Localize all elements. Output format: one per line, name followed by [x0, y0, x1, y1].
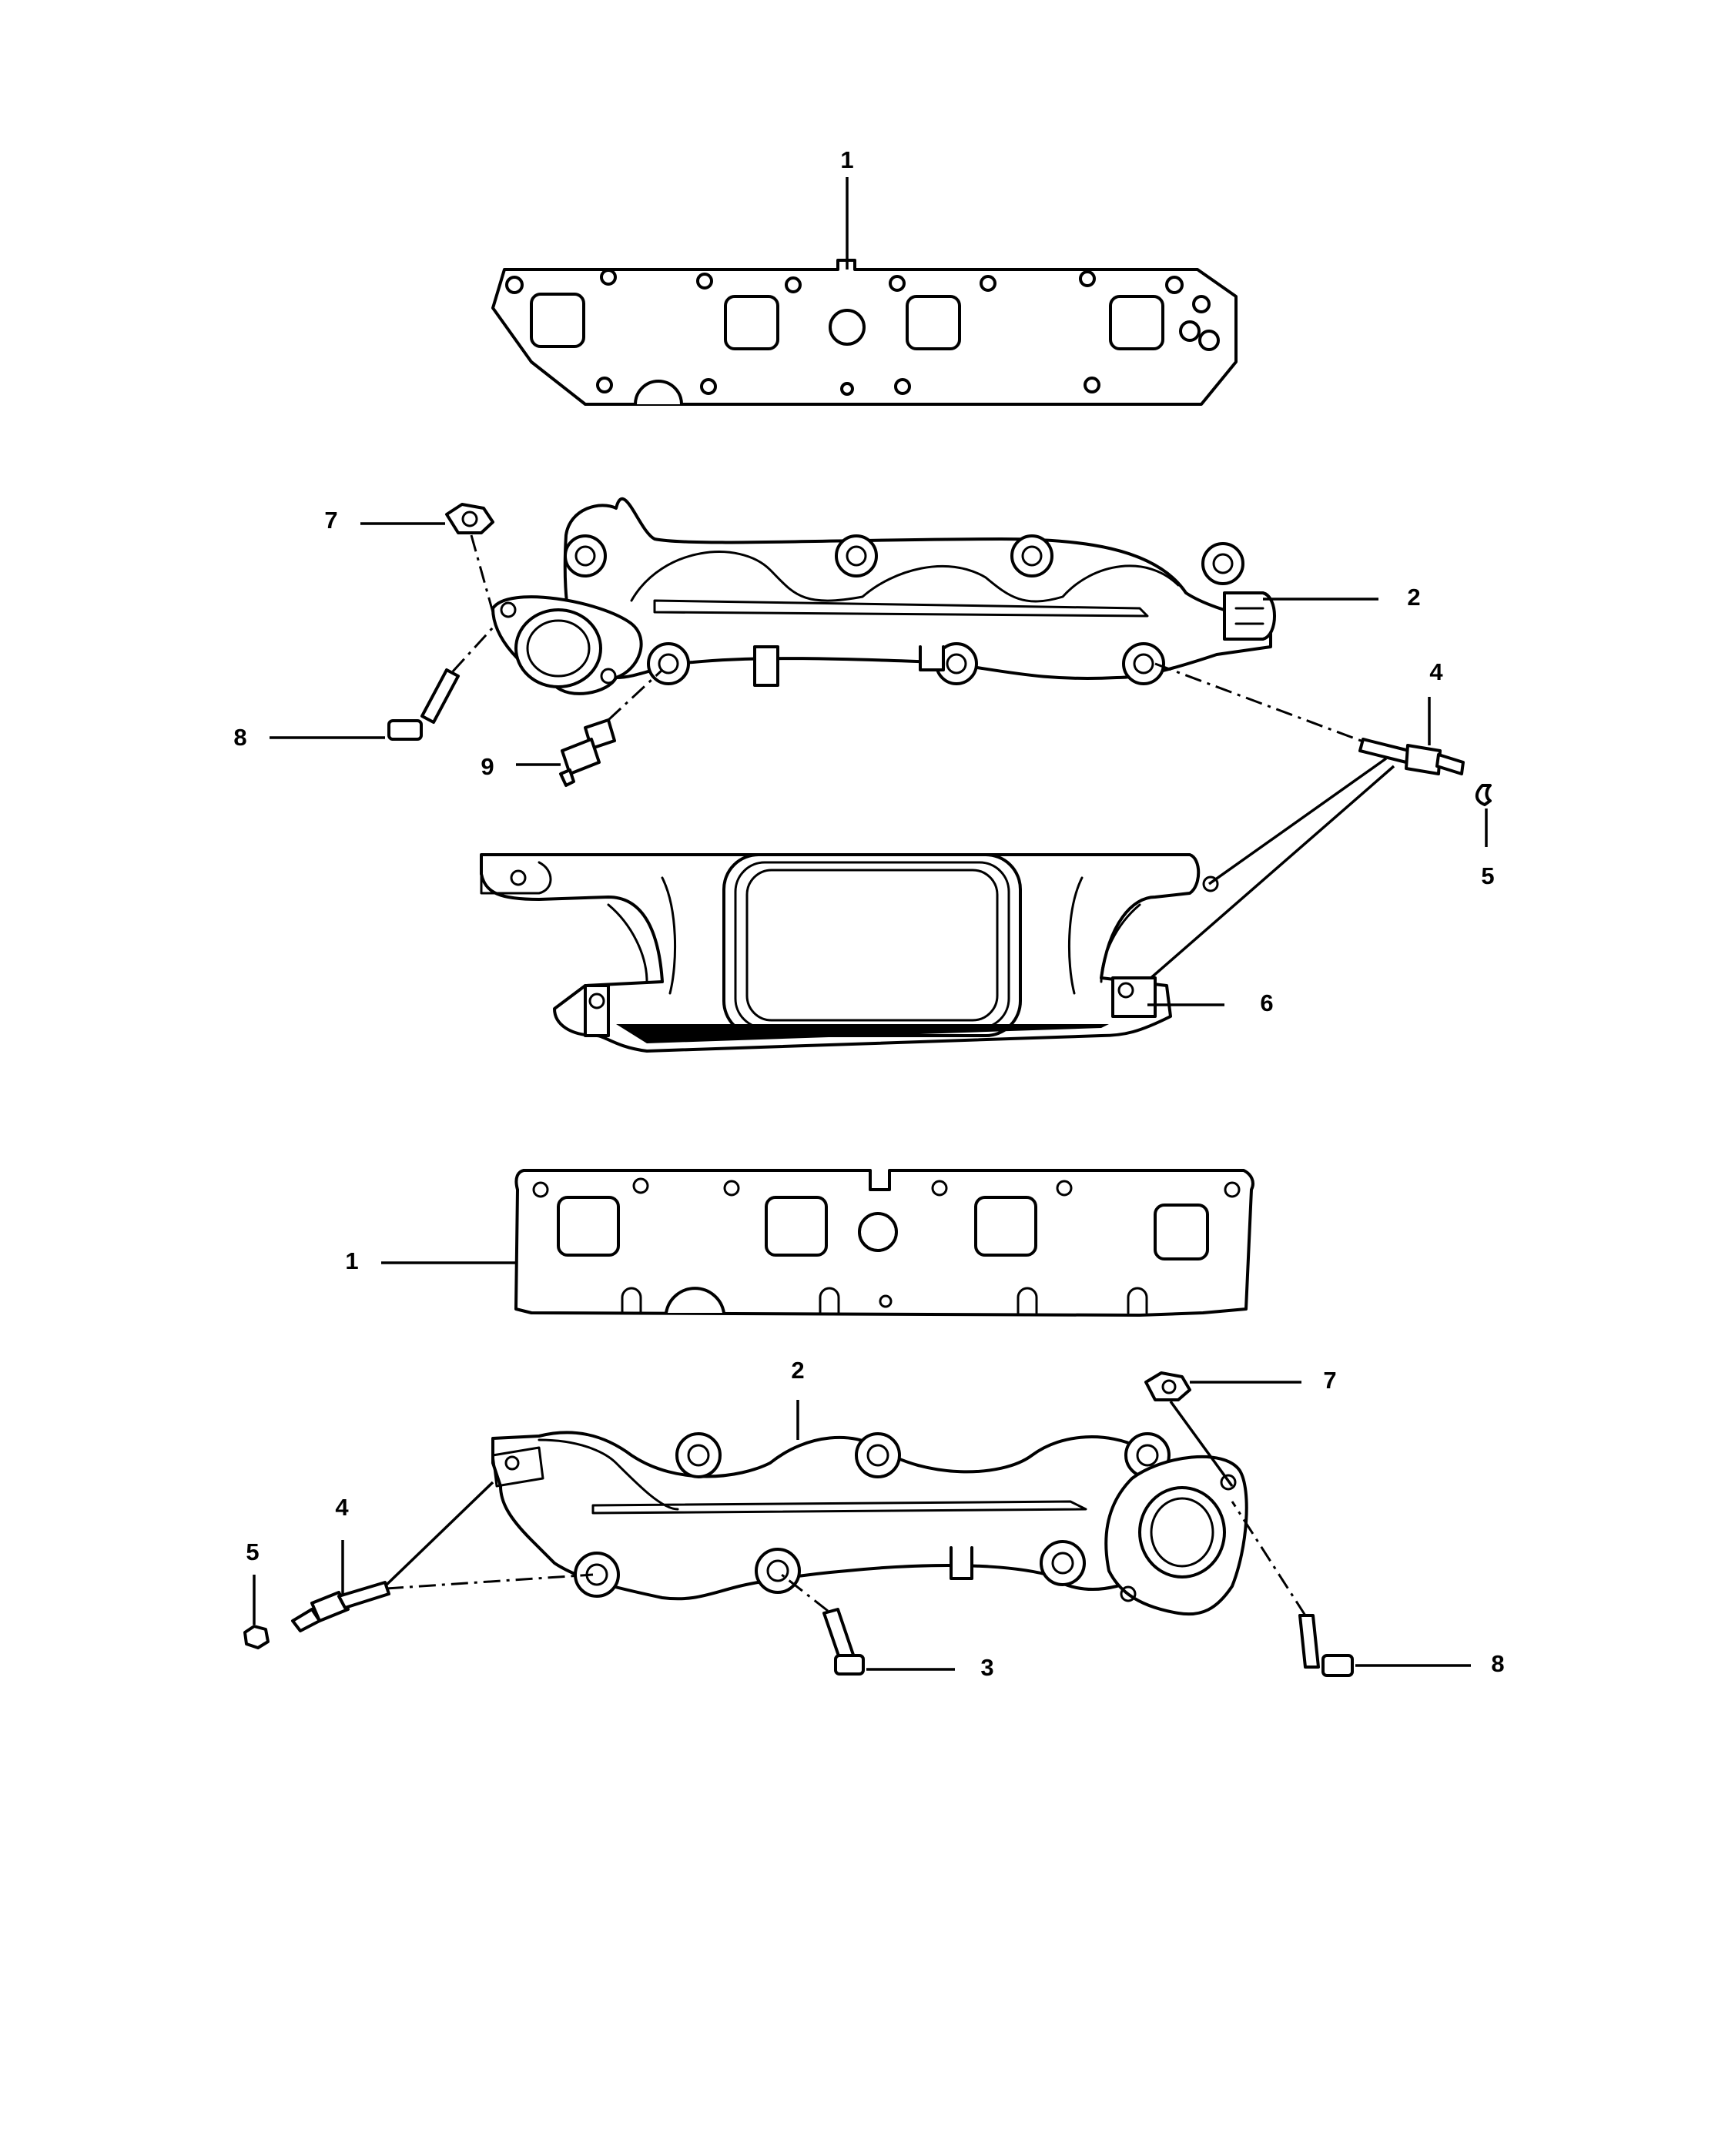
- stud-9: [559, 718, 616, 787]
- callout-5-lower: 5: [246, 1538, 259, 1565]
- stud-4-upper: [1358, 738, 1465, 775]
- callout-7-upper: 7: [324, 507, 337, 534]
- callout-5-upper: 5: [1481, 862, 1494, 889]
- callout-2-upper: 2: [1407, 584, 1420, 611]
- guide-4-top: [1154, 662, 1364, 743]
- leader-4-to-flange: [385, 1481, 494, 1586]
- callout-8-upper: 8: [233, 724, 246, 751]
- callout-1-upper: 1: [840, 146, 853, 173]
- guide-7-bottom: [1169, 1400, 1234, 1488]
- guide-9: [607, 668, 664, 721]
- exhaust-manifold-lower: [491, 1431, 1248, 1616]
- nut-7-upper: [445, 503, 494, 534]
- nut-7-lower: [1144, 1371, 1191, 1401]
- callout-1-lower: 1: [345, 1247, 358, 1274]
- leader-4-to-6a: [1208, 757, 1388, 886]
- callout-6: 6: [1260, 989, 1273, 1016]
- gasket-upper: [491, 259, 1238, 406]
- callout-2-lower: 2: [791, 1357, 804, 1384]
- nut-5-upper: [1475, 784, 1492, 806]
- guide-8-top: [451, 626, 494, 673]
- bolt-3: [822, 1608, 865, 1676]
- callout-4-lower: 4: [335, 1494, 349, 1521]
- stud-4-lower: [291, 1581, 390, 1632]
- leader-4-to-6b: [1134, 765, 1395, 993]
- bolt-8-upper: [387, 668, 460, 741]
- guide-4-bottom: [386, 1573, 594, 1590]
- nut-5-lower: [243, 1625, 270, 1649]
- callout-9: 9: [481, 753, 494, 780]
- guide-8-bottom: [1231, 1501, 1307, 1616]
- callout-4-upper: 4: [1429, 658, 1443, 685]
- heat-shield: [480, 853, 1219, 1053]
- gasket-lower: [514, 1169, 1254, 1317]
- callout-3: 3: [980, 1654, 993, 1681]
- guide-3: [781, 1573, 829, 1612]
- callout-8-lower: 8: [1491, 1650, 1504, 1677]
- callout-7-lower: 7: [1323, 1367, 1336, 1394]
- exhaust-manifold-upper: [491, 497, 1276, 695]
- guide-7-top: [470, 534, 494, 613]
- bolt-8-lower: [1298, 1614, 1354, 1677]
